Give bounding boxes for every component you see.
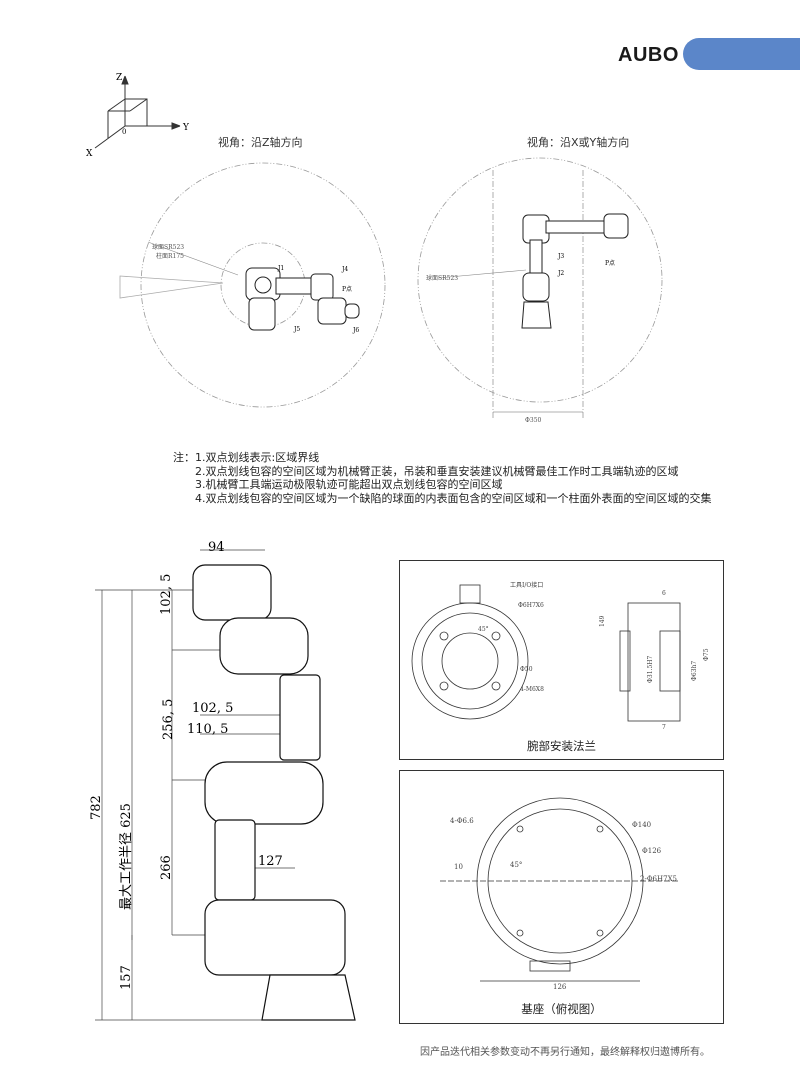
dim-127: 127 [258,854,283,869]
flange-d75-label: Φ75 [703,648,710,661]
header-accent-bar [683,38,800,70]
flange-angle-label: 45° [478,626,489,633]
notes-block: 注：1.双点划线表示:区域界线 2.双点划线包容的空间区域为机械臂正装，吊装和垂… [173,451,712,505]
arm-dimension-drawing: 94 102, 5 256, 5 102, 5 110, 5 782 最大工作半… [89,540,356,1021]
base-holes-label: 4-Φ6.6 [450,817,474,825]
flange-pin-label: Φ6H7X6 [518,602,544,609]
base-panel: 4-Φ6.6 Φ140 Φ126 2-Φ6H7X5 45° 10 126 基座（… [399,770,724,1024]
diameter-label-right: Φ350 [525,417,542,424]
base-d140-label: Φ140 [632,821,651,829]
brand-logo: AUBO [618,44,679,66]
robot-top-view-drawing [245,267,360,331]
flange-panel: 工具I/O接口 Φ6H7X6 Φ50 4-M6X8 45° 6 149 Φ31.… [399,560,724,760]
j1-label: J1 [277,265,284,272]
robot-side-view-drawing [521,213,629,329]
axis-z-label: Z [116,73,122,83]
dim-157: 157 [119,965,134,990]
axis-origin-label: 0 [122,128,126,136]
dim-102-5: 102, 5 [192,701,233,716]
base-d10-label: 10 [454,863,463,871]
workspace-side-view: Φ350 球面SR523 J3 J2 P点 [417,157,663,424]
dim-102-5-top: 102, 5 [159,574,174,615]
note-line: 4.双点划线包容的空间区域为一个缺陷的球面的内表面包含的空间区域和一个柱面外表面… [195,491,712,505]
axis-x-label: X [86,149,93,159]
flange-d31-label: Φ31.5H7 [647,655,654,683]
flange-d7-label: 7 [662,724,666,731]
note-line: 注：1.双点划线表示:区域界线 [173,451,320,464]
flange-d149-label: 149 [599,615,606,627]
dim-782: 782 [89,795,104,820]
base-angle-label: 45° [510,861,522,869]
sphere-label-right: 球面SR523 [426,274,458,282]
j6-label: J6 [352,327,359,334]
j5-label: J5 [293,326,300,333]
dim-110-5: 110, 5 [187,722,228,737]
sphere-label-left: 球面SR523 [152,243,184,251]
footer-disclaimer: 因产品迭代相关参数变动不再另行通知，最终解释权归遨博所有。 [420,1047,710,1058]
j4-label: J4 [341,266,348,273]
j3-label: J3 [557,253,564,260]
base-d126-circle-label: Φ126 [642,847,662,855]
workspace-top-view: 球面SR523 柱面R175 J1 J4 P点 J5 J6 [119,162,386,408]
axis-y-label: Y [182,123,190,133]
arm-body-drawing [192,564,356,1021]
flange-caption: 腕部安装法兰 [527,739,596,753]
base-caption: 基座（俯视图） [521,1002,602,1016]
dim-625: 最大工作半径 625 [119,803,134,910]
note-line: 2.双点划线包容的空间区域为机械臂正装，吊装和垂直安装建议机械臂最佳工作时工具端… [195,464,679,478]
base-pins-label: 2-Φ6H7X5 [640,875,677,883]
flange-d50-label: Φ50 [520,666,533,673]
p-label-left: P点 [342,285,352,293]
view-xy-caption: 视角：沿X或Y轴方向 [527,136,630,149]
flange-d6-label: 6 [662,590,666,597]
dim-94: 94 [208,540,225,555]
flange-m6-label: 4-M6X8 [520,686,544,693]
cylinder-label-left: 柱面R175 [156,252,184,260]
flange-d63-label: Φ63h7 [691,661,698,681]
flange-drawing: 工具I/O接口 Φ6H7X6 Φ50 4-M6X8 45° 6 149 Φ31.… [411,581,710,731]
j2-label: J2 [557,270,564,277]
dim-256-5: 256, 5 [161,699,176,740]
dim-266: 266 [159,855,174,880]
p-label-right: P点 [605,259,615,267]
base-d126-label: 126 [553,983,567,991]
axis-icon: Z Y X 0 [86,73,190,159]
view-z-caption: 视角：沿Z轴方向 [218,136,303,149]
flange-io-label: 工具I/O接口 [510,581,543,589]
note-line: 3.机械臂工具端运动极限轨迹可能超出双点划线包容的空间区域 [195,478,503,491]
base-drawing: 4-Φ6.6 Φ140 Φ126 2-Φ6H7X5 45° 10 126 [440,797,680,991]
